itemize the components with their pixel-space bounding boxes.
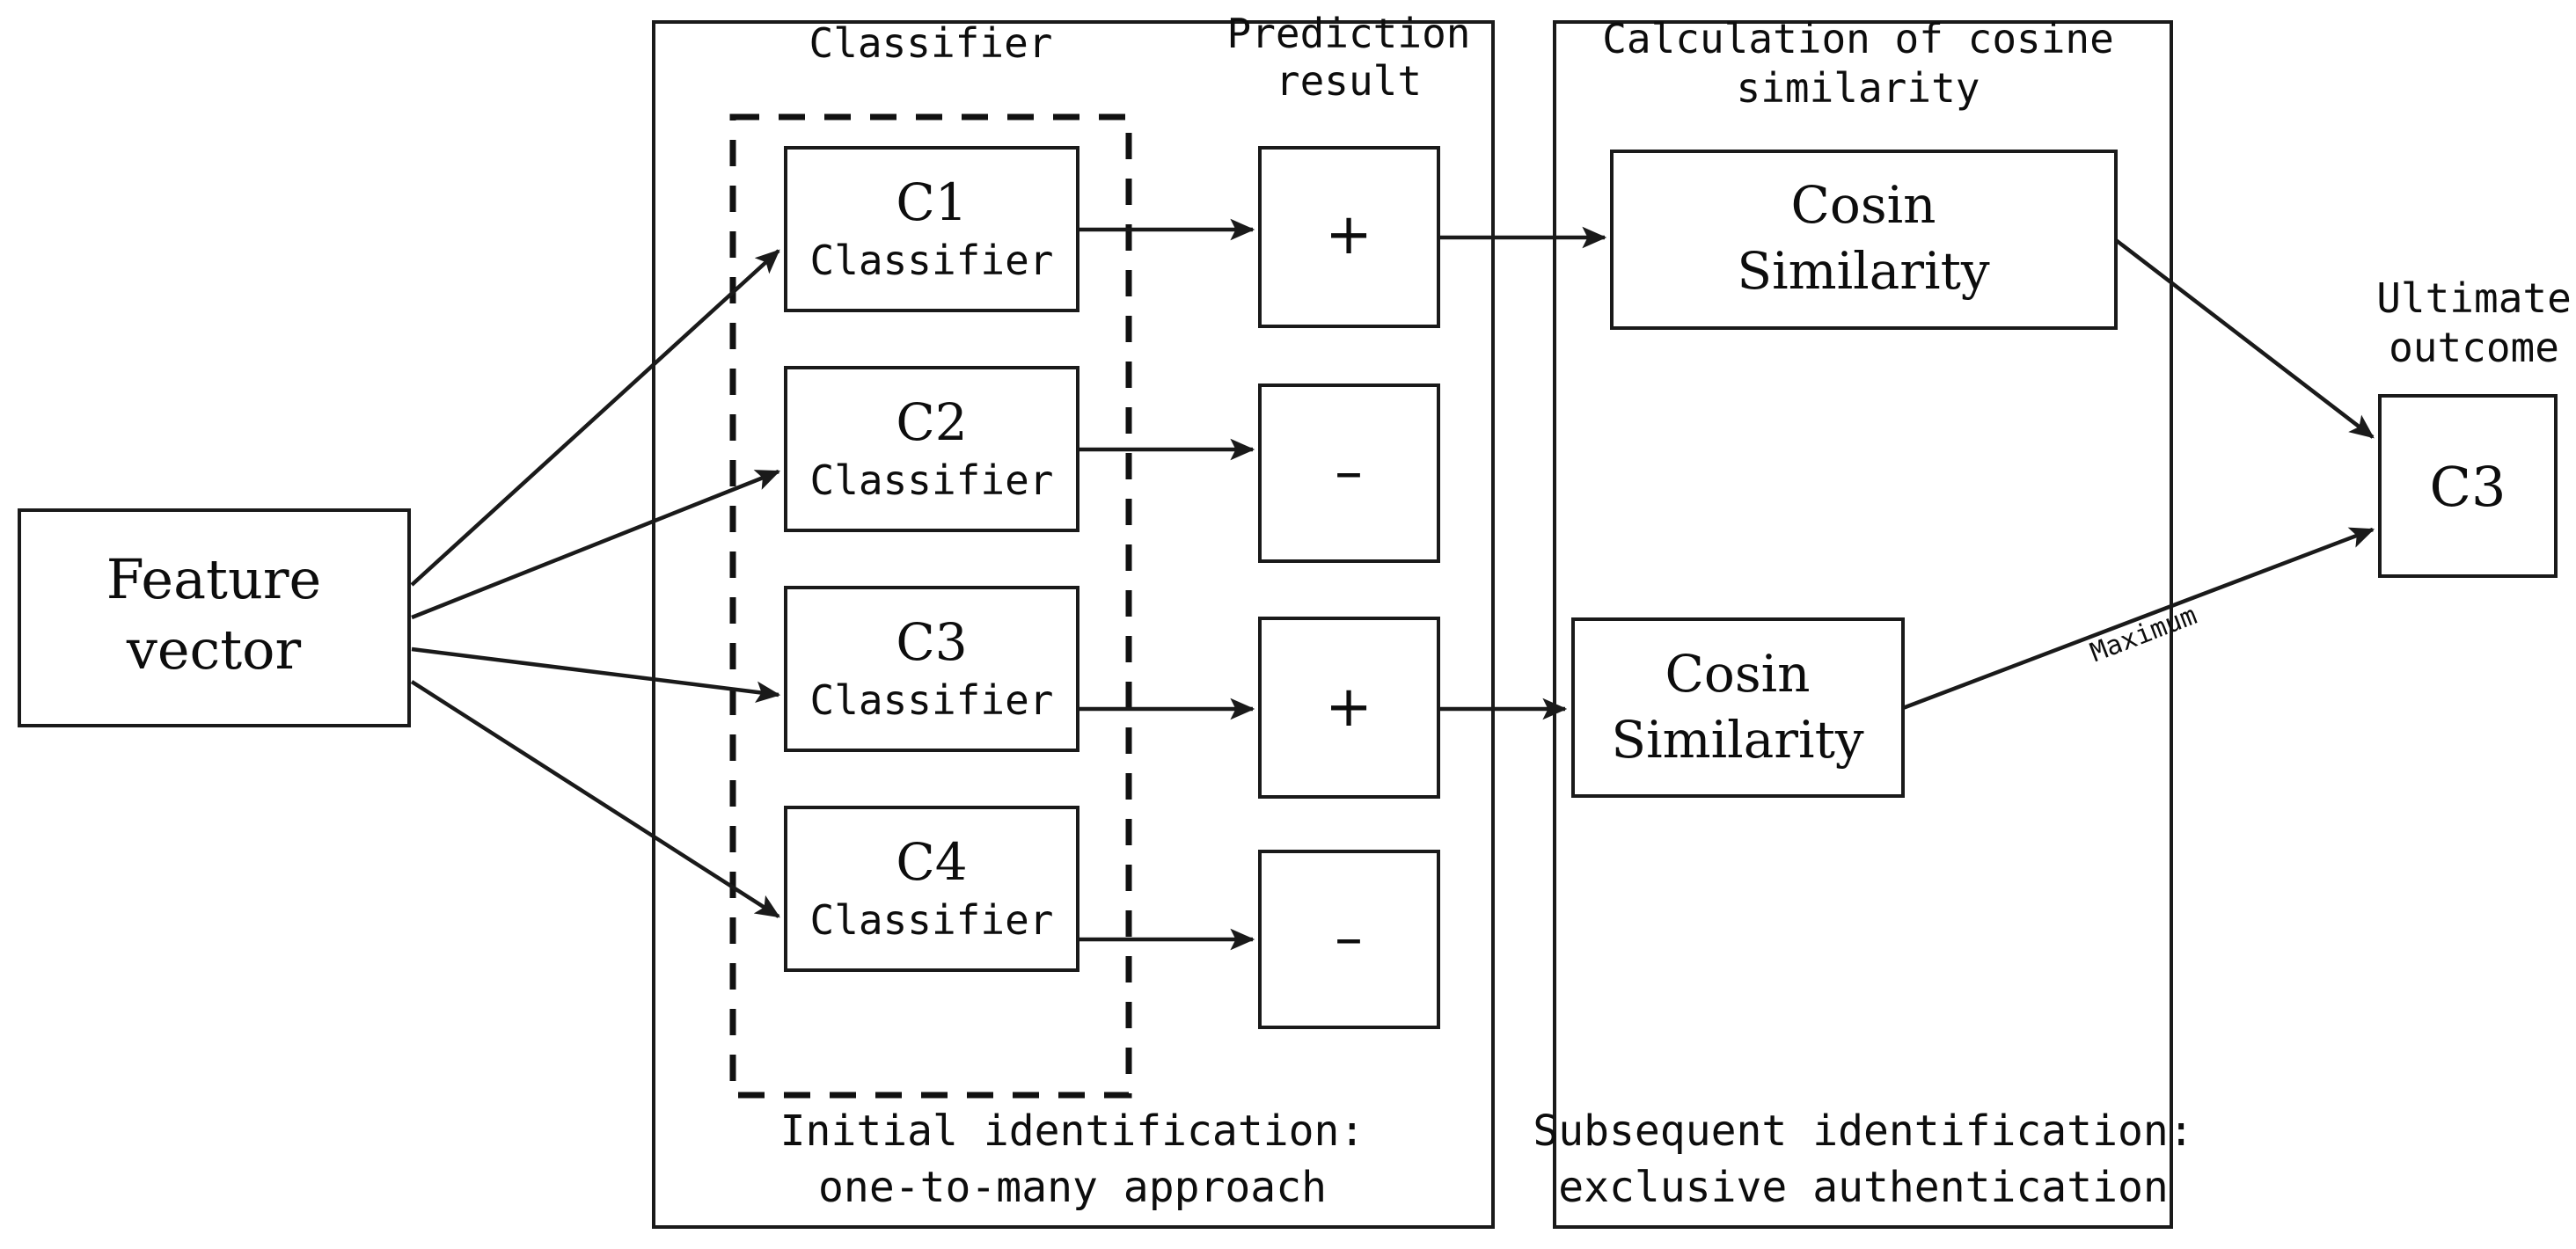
prediction-value-1: + (1325, 202, 1372, 267)
classifier-sublabel-c1: Classifier (810, 237, 1054, 284)
prediction-value-3: + (1325, 675, 1372, 740)
feature-vector-box[interactable] (18, 508, 411, 727)
ultimate-outcome-header-line2: outcome (2389, 324, 2559, 371)
stage1-caption-line1: Initial identification: (780, 1107, 1365, 1156)
edge-feature-to-c4 (410, 680, 780, 918)
ultimate-outcome-label: C3 (2430, 455, 2506, 519)
feature-vector-label-line1: Feature (106, 547, 321, 611)
prediction-value-4: – (1335, 906, 1363, 971)
classifier-sublabel-c3: Classifier (810, 676, 1054, 724)
maximum-edge-label: Maximum (2086, 600, 2201, 668)
classifier-dashed-group (729, 113, 1132, 1099)
cosine-similarity-box-1[interactable] (1610, 150, 2118, 330)
prediction-box-3[interactable] (1258, 617, 1440, 799)
classifier-label-c2: C2 (896, 392, 967, 452)
prediction-value-2: – (1335, 440, 1363, 505)
cosine-similarity-box-2[interactable] (1571, 617, 1905, 798)
stage1-group-border (652, 20, 1495, 1229)
classifier-label-c4: C4 (896, 832, 967, 892)
prediction-box-2[interactable] (1258, 383, 1440, 563)
classifier-sublabel-c2: Classifier (810, 457, 1054, 504)
edge-feature-to-c3 (411, 646, 781, 704)
ultimate-outcome-header-line1: Ultimate (2376, 274, 2572, 322)
stage1-prediction-header-line1: Prediction (1227, 10, 1471, 57)
classifier-box-c3[interactable] (784, 586, 1079, 752)
classifier-box-c4[interactable] (784, 806, 1079, 972)
prediction-box-1[interactable] (1258, 146, 1440, 328)
cosine-similarity-label-1-line1: Cosin (1791, 175, 1936, 235)
edge-cosine1-to-outcome (2114, 238, 2375, 439)
classifier-box-c1[interactable] (784, 146, 1079, 312)
edge-cosine2-to-outcome (1902, 527, 2375, 711)
stage2-group-border (1553, 20, 2173, 1229)
prediction-box-4[interactable] (1258, 850, 1440, 1029)
feature-vector-label-line2: vector (126, 617, 302, 682)
edge-feature-to-c2 (411, 469, 781, 620)
stage1-classifier-header: Classifier (809, 19, 1053, 67)
classifier-label-c1: C1 (896, 172, 967, 232)
stage1-prediction-header-line2: result (1276, 57, 1422, 105)
cosine-similarity-label-2-line2: Similarity (1611, 710, 1864, 770)
stage1-caption-line2: one-to-many approach (818, 1163, 1327, 1212)
stage2-header-line1: Calculation of cosine (1602, 15, 2114, 62)
classifier-label-c3: C3 (896, 612, 967, 672)
cosine-similarity-label-2-line1: Cosin (1665, 644, 1811, 704)
classifier-sublabel-c4: Classifier (810, 896, 1054, 944)
ultimate-outcome-box[interactable] (2378, 394, 2558, 578)
stage2-caption-line2: exclusive authentication (1558, 1163, 2169, 1212)
stage2-caption-line1: Subsequent identification: (1533, 1107, 2193, 1156)
stage2-header-line2: similarity (1737, 64, 1980, 112)
classifier-box-c2[interactable] (784, 366, 1079, 532)
edge-feature-to-c1 (410, 249, 780, 587)
cosine-similarity-label-1-line2: Similarity (1737, 241, 1990, 301)
